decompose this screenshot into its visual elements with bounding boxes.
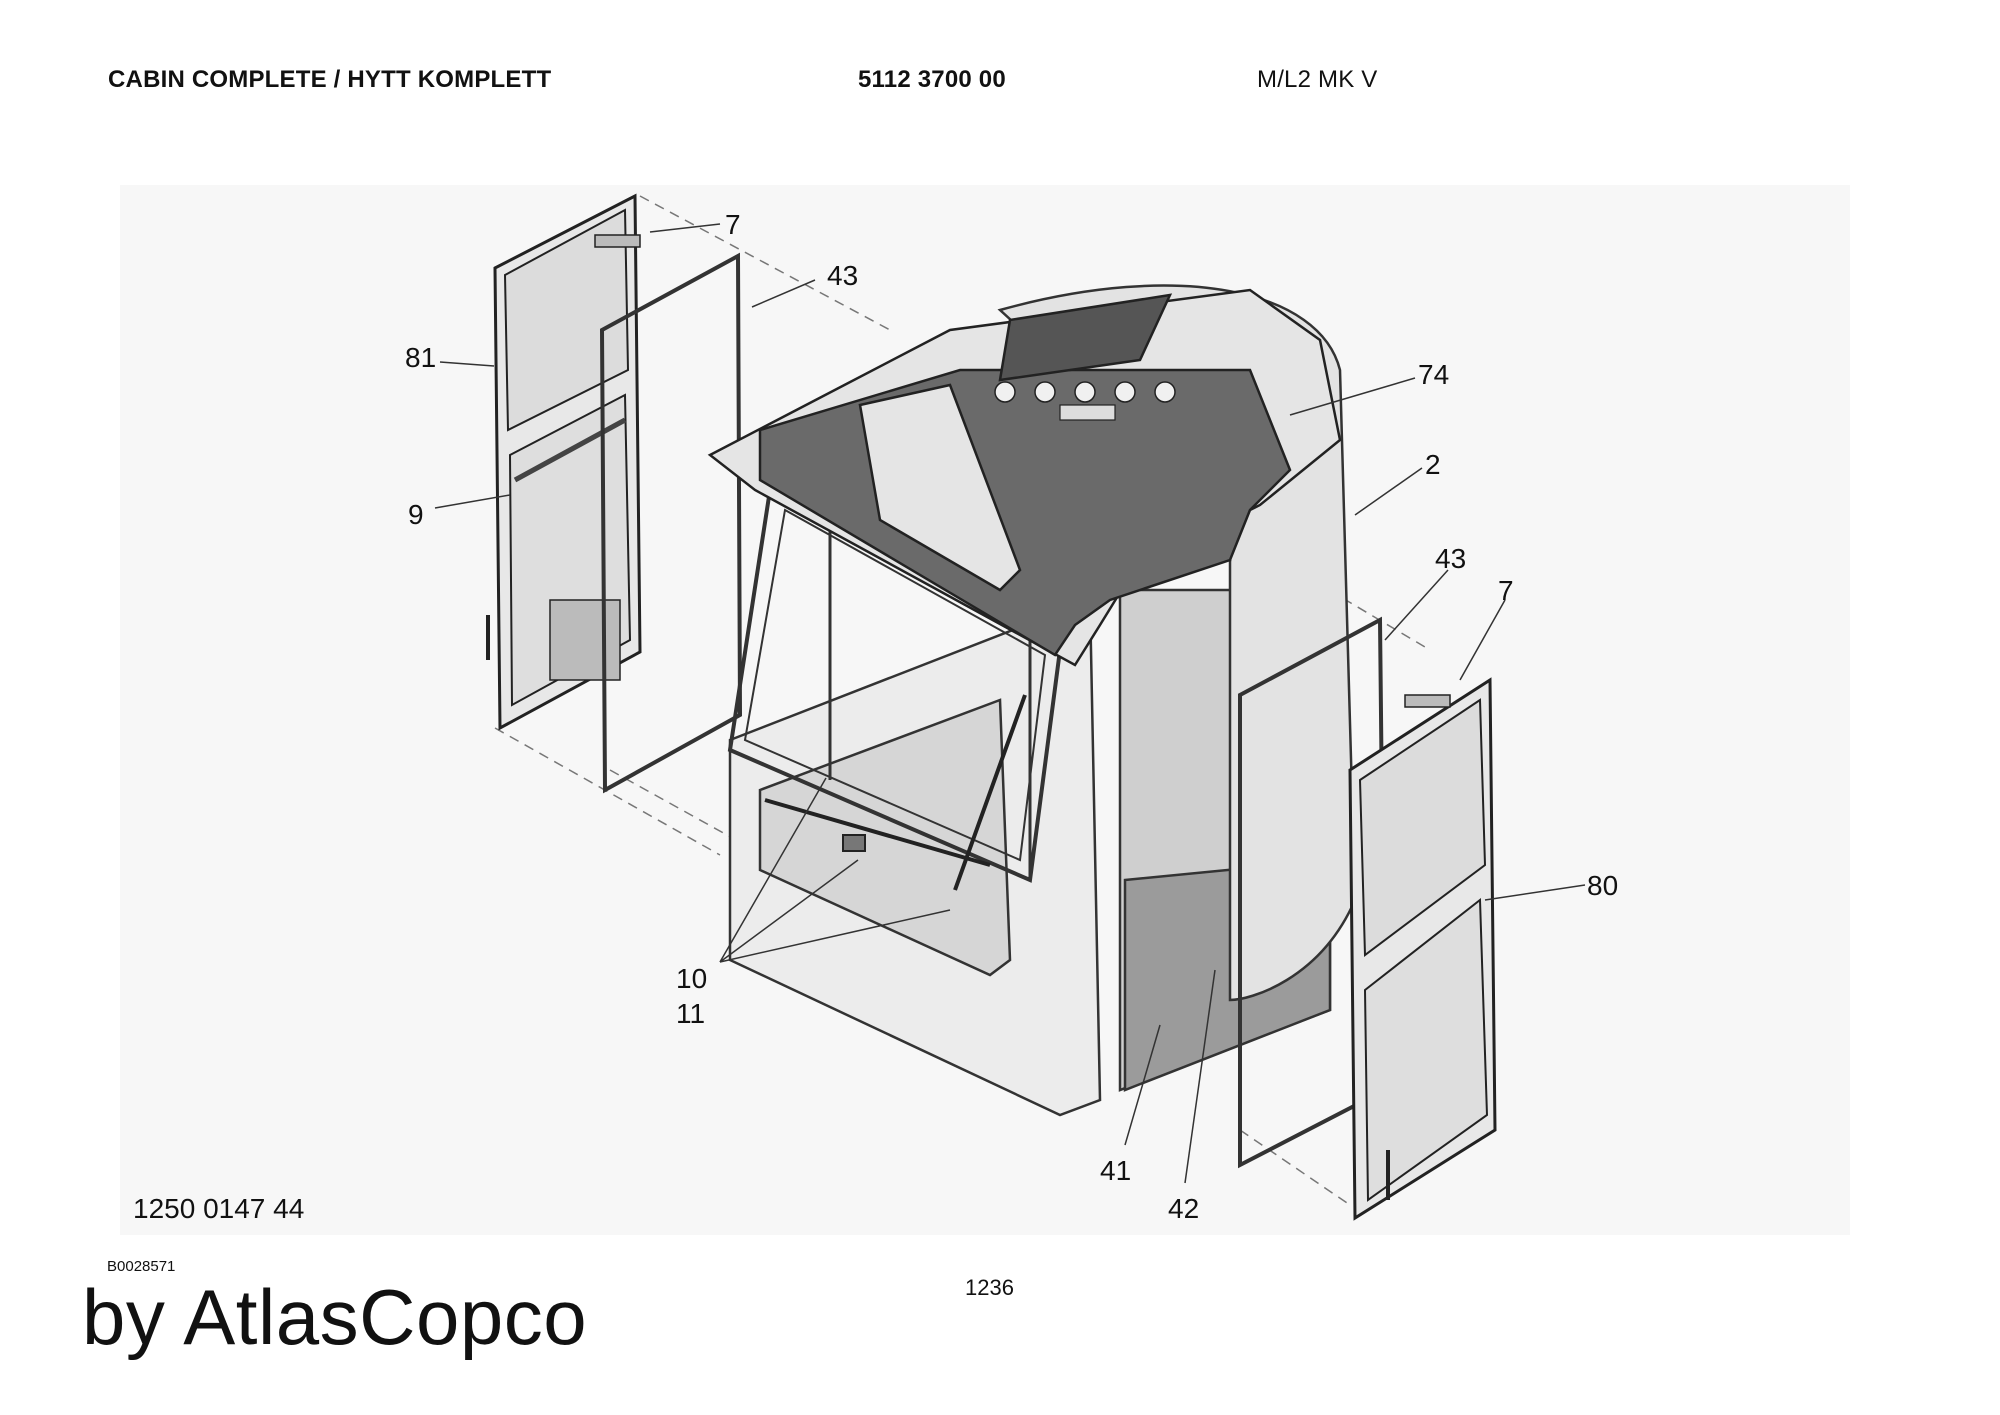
- callout-9: 9: [408, 499, 424, 530]
- page-number: 1236: [965, 1275, 1014, 1300]
- callout-74: 74: [1418, 359, 1449, 390]
- callout-41: 41: [1100, 1155, 1131, 1186]
- wiper-assembly: [764, 694, 1027, 891]
- callout-10: 10: [676, 963, 707, 994]
- callout-43-right: 43: [1435, 543, 1466, 574]
- reference-number: 1250 0147 44: [133, 1193, 305, 1224]
- callout-42: 42: [1168, 1193, 1199, 1224]
- callout-leaders: [434, 223, 1586, 1184]
- callout-2: 2: [1425, 449, 1441, 480]
- right-door: [1348, 677, 1497, 1221]
- left-door-gasket: [599, 252, 743, 794]
- callout-43-left: 43: [827, 260, 858, 291]
- roof-panel: [707, 288, 1342, 667]
- brand-footer: by AtlasCopco: [82, 1273, 588, 1361]
- callout-80: 80: [1587, 870, 1618, 901]
- part-number: 5112 3700 00: [858, 66, 1006, 93]
- callout-81: 81: [405, 342, 436, 373]
- callout-7-top: 7: [725, 209, 741, 240]
- document-title: CABIN COMPLETE / HYTT KOMPLETT: [108, 66, 552, 93]
- left-door: [486, 193, 642, 731]
- drawing-id: B0028571: [107, 1258, 176, 1275]
- model-name: M/L2 MK V: [1257, 66, 1378, 93]
- callout-11: 11: [676, 998, 705, 1029]
- callout-7-right: 7: [1498, 575, 1514, 606]
